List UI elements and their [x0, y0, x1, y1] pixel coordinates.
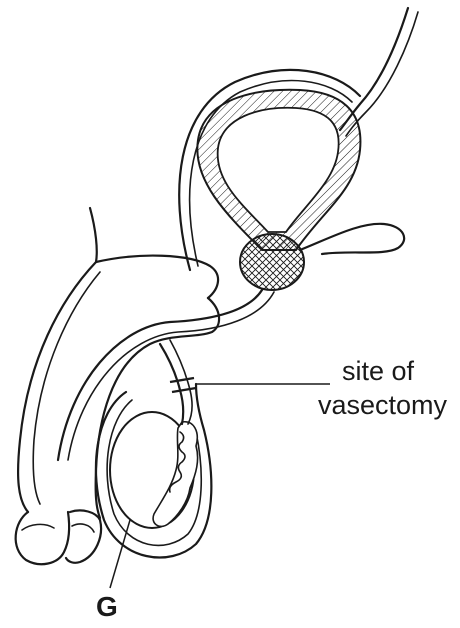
- glans-inner: [22, 524, 94, 532]
- penis-upper: [96, 256, 218, 298]
- glans: [16, 512, 70, 564]
- prostate: [240, 234, 304, 290]
- vasectomy-label-line1: site of: [342, 356, 414, 386]
- vas-deferens: [160, 344, 183, 424]
- epididymis: [153, 422, 198, 527]
- penis-shaft-inner: [33, 272, 100, 504]
- seminal-vesicle: [300, 224, 404, 254]
- gland-label: G: [96, 592, 118, 622]
- glans-right: [66, 510, 101, 562]
- penis-outline: [18, 208, 97, 512]
- vasectomy-tie-lower: [172, 388, 196, 392]
- gland-leader-line: [110, 520, 130, 588]
- vasectomy-tie-upper: [170, 378, 194, 382]
- urethra: [58, 290, 262, 460]
- vasectomy-label-line2: vasectomy: [318, 390, 447, 420]
